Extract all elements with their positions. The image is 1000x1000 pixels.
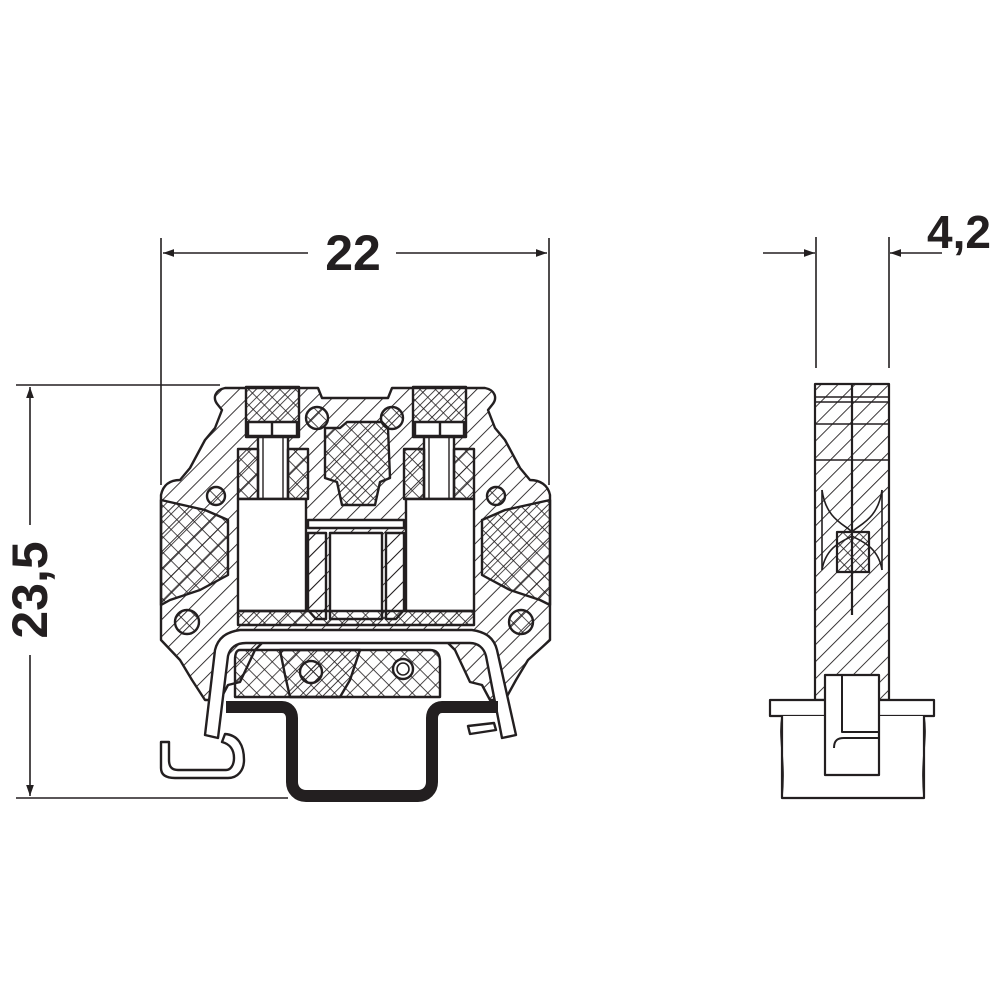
hole-lower-left	[173, 608, 201, 636]
height-dimension	[16, 384, 288, 799]
hole-top-left	[304, 405, 330, 431]
thickness-dimension-label: 4,2	[927, 206, 991, 258]
right-insulation-block	[480, 498, 552, 607]
height-dimension-label: 23,5	[2, 541, 58, 638]
thickness-dimension	[763, 237, 942, 368]
bridge-channel	[328, 531, 384, 621]
left-wire-entry	[236, 497, 308, 613]
hole-lower-right	[507, 608, 535, 636]
width-dimension-label: 22	[325, 225, 381, 281]
right-release-tab	[466, 721, 498, 736]
lower-insulation-band	[236, 609, 476, 627]
bridge-wall-right	[384, 531, 406, 621]
front-view	[159, 385, 552, 802]
left-insulation-block	[159, 498, 230, 607]
width-dimension	[160, 238, 550, 485]
din-rail	[226, 701, 498, 802]
right-clamp-pad-inner	[402, 447, 426, 501]
side-view	[768, 382, 936, 800]
hole-mid-left	[205, 485, 227, 507]
foot-hole-left	[298, 659, 324, 685]
hole-mid-right	[485, 485, 507, 507]
bridge-wall-left	[306, 531, 328, 621]
left-release-hook	[159, 732, 246, 780]
hole-top-right	[379, 405, 405, 431]
left-clamp-pad-outer	[236, 447, 260, 501]
foot-clip-spring	[203, 628, 518, 740]
side-contact-block	[835, 530, 871, 574]
left-clamp-pad-inner	[286, 447, 310, 501]
center-insulation-block	[323, 420, 392, 507]
foot-hole-right	[391, 657, 415, 681]
side-foot	[823, 673, 881, 777]
right-wire-entry	[404, 497, 476, 613]
right-clamp-pad-outer	[452, 447, 476, 501]
bridge-slot-top	[306, 518, 406, 530]
